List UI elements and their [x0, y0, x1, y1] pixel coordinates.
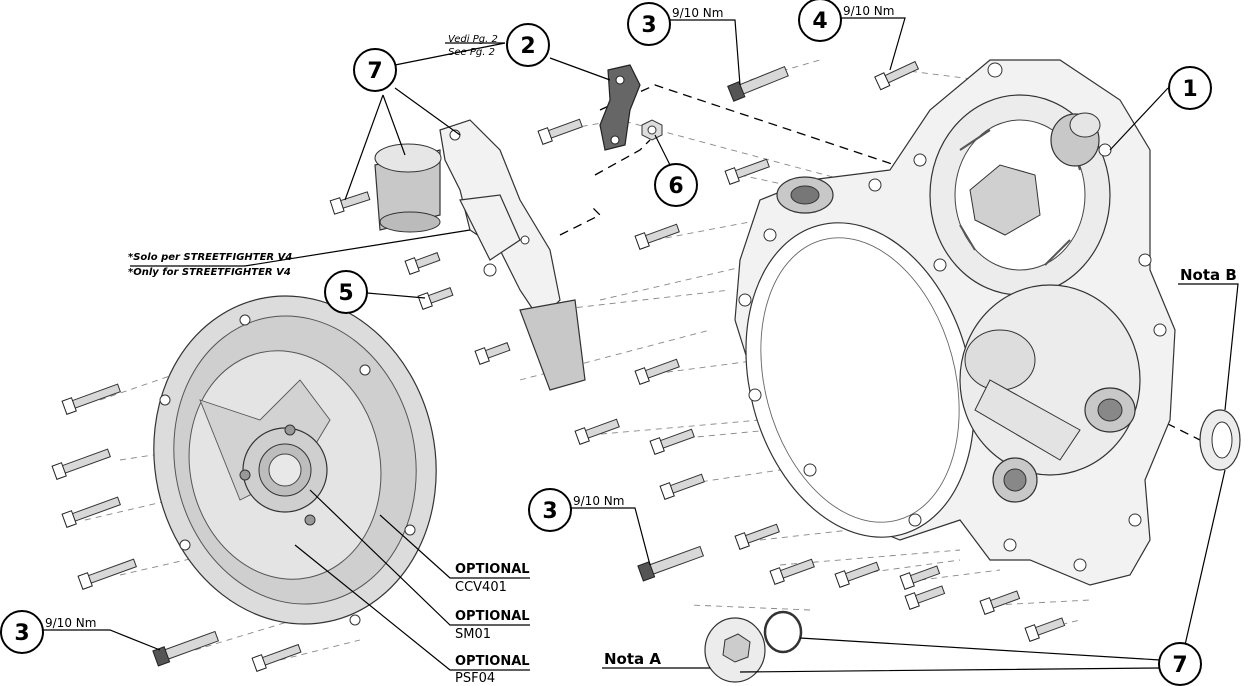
callout-3-left: 3 [0, 610, 44, 654]
callout-1: 1 [1168, 66, 1212, 110]
mounting-plate [599, 64, 641, 151]
optional-label: OPTIONAL [455, 654, 530, 669]
see-page-note-en: See Pg. 2 [448, 47, 495, 58]
optional-psf04: OPTIONAL PSF04 [455, 654, 530, 686]
callout-7-top: 7 [353, 48, 397, 92]
callout-7-bottom-label: 7 [1172, 653, 1187, 678]
nota-a-label: Nota A [604, 650, 661, 668]
bolts [51, 60, 1066, 672]
callout-5-label: 5 [338, 281, 353, 306]
callout-7-bottom: 7 [1158, 642, 1202, 686]
callout-1-label: 1 [1182, 77, 1197, 102]
callout-3-mid: 3 [528, 488, 572, 532]
clear-clutch-cover [153, 295, 437, 626]
clutch-cover-housing [734, 59, 1176, 586]
o-ring [763, 610, 803, 654]
callout-7-top-label: 7 [367, 59, 382, 84]
callout-6-label: 6 [668, 174, 683, 199]
torque-label-mid: 9/10 Nm [573, 494, 624, 508]
optional-code: SM01 [455, 627, 491, 642]
drain-plug [704, 617, 766, 683]
callout-4-label: 4 [812, 9, 827, 34]
optional-label: OPTIONAL [455, 609, 530, 624]
callout-2-label: 2 [520, 34, 535, 59]
streetfighter-note-en: *Only for STREETFIGHTER V4 [128, 267, 291, 278]
torque-label-4: 9/10 Nm [843, 4, 894, 18]
callout-3-mid-label: 3 [542, 499, 557, 524]
reservoir-bracket [439, 119, 586, 391]
torque-label-top: 9/10 Nm [672, 6, 723, 20]
callout-6: 6 [654, 163, 698, 207]
optional-code: CCV401 [455, 580, 507, 595]
callout-5: 5 [324, 270, 368, 314]
nota-b-label: Nota B [1180, 266, 1237, 284]
callout-3-top: 3 [627, 2, 671, 46]
streetfighter-note-it: *Solo per STREETFIGHTER V4 [128, 252, 292, 263]
optional-ccv401: OPTIONAL CCV401 [455, 562, 530, 595]
seal-ring-nota-b [1199, 409, 1241, 471]
optional-sm01: OPTIONAL SM01 [455, 609, 530, 642]
torque-label-left: 9/10 Nm [45, 616, 96, 630]
optional-code: PSF04 [455, 671, 495, 686]
callout-3-top-label: 3 [641, 13, 656, 38]
nut [641, 119, 663, 141]
callout-4: 4 [798, 0, 842, 42]
see-page-note-it: Vedi Pg. 2 [448, 34, 498, 45]
callout-2: 2 [506, 23, 550, 67]
optional-label: OPTIONAL [455, 562, 530, 577]
fluid-reservoir [374, 143, 442, 233]
callout-3-left-label: 3 [14, 621, 29, 646]
leader-lines [42, 17, 1239, 673]
